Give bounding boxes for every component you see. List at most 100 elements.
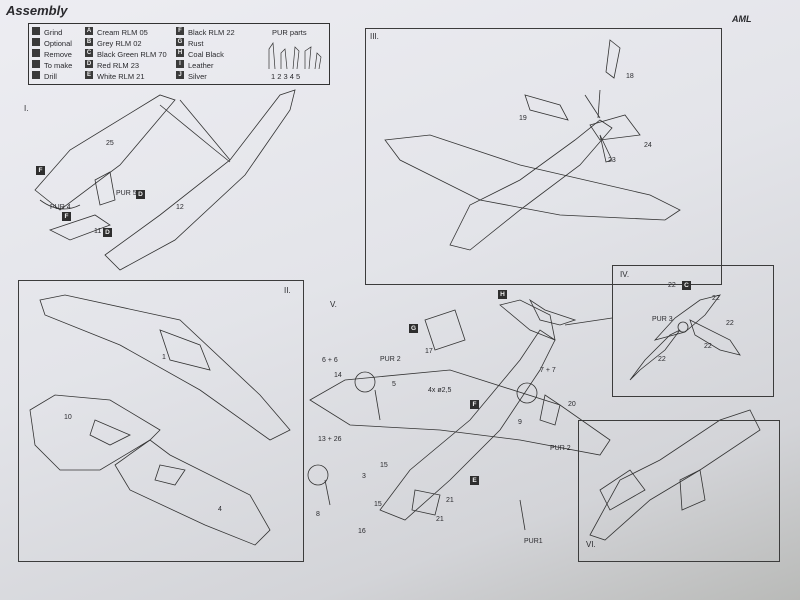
color-code-marker: F (62, 212, 71, 221)
part-label: 11 (94, 228, 102, 235)
part-label: 10 (64, 414, 72, 421)
step-2-frame (18, 280, 304, 562)
step-1-number: I. (24, 104, 29, 113)
color-code-box: I (176, 60, 184, 68)
part-label: 22 (658, 356, 666, 363)
wing-upper (39, 294, 291, 441)
color-name: White RLM 21 (97, 72, 145, 81)
color-name: Grey RLM 02 (97, 39, 142, 48)
drill-icon (32, 71, 40, 79)
part-label: 4 (218, 506, 222, 513)
part-label: PUR 5 (116, 190, 137, 197)
color-code-box: J (176, 71, 184, 79)
color-code-box: G (176, 38, 184, 46)
step-6-number: VI. (586, 540, 596, 549)
part-label: 18 (626, 73, 634, 80)
color-code-marker: D (136, 190, 145, 199)
part-label: 15 (374, 501, 382, 508)
step-6-frame (578, 420, 780, 562)
drill-instruction: 4x ø2,5 (428, 387, 452, 394)
part-label: PUR 2 (380, 356, 401, 363)
part-label: 22 (668, 282, 676, 289)
wing-assembled (384, 134, 681, 221)
legend-symbol-label: To make (44, 61, 73, 70)
pur-parts-figures (268, 41, 322, 70)
part-label: 12 (176, 204, 184, 211)
fuselage-half-right (104, 89, 296, 271)
to-make-icon (32, 60, 40, 68)
part-label: 22 (704, 343, 712, 350)
part-label: 9 (518, 419, 522, 426)
part-label: 15 (380, 462, 388, 469)
legend-symbol-label: Grind (44, 28, 63, 37)
part-label: PUR 3 (652, 316, 673, 323)
step-3-number: III. (370, 32, 379, 41)
part-label: PUR 2 (550, 445, 571, 452)
part-label: 25 (106, 140, 114, 147)
part-label: 6 + 6 (322, 357, 338, 364)
main-fuselage (379, 329, 556, 521)
pur-parts-title: PUR parts (272, 28, 307, 37)
part-label: 16 (358, 528, 366, 535)
part-label: 13 + 26 (318, 436, 342, 443)
color-code-box: H (176, 49, 184, 57)
color-code-marker: F (36, 166, 45, 175)
color-name: Coal Black (188, 50, 224, 59)
color-code-box: A (85, 27, 93, 35)
legend-symbol-label: Remove (44, 50, 72, 59)
part-label: 21 (446, 497, 454, 504)
color-name: Rust (188, 39, 204, 48)
color-code-box: F (176, 27, 184, 35)
grind-icon (32, 27, 40, 35)
part-label: 23 (608, 157, 616, 164)
remove-icon (32, 49, 40, 57)
part-label: 22 (712, 295, 720, 302)
step-4-frame (612, 265, 774, 397)
part-label: 3 (362, 473, 366, 480)
part-label: 5 (392, 381, 396, 388)
part-label: PUR 4 (50, 204, 71, 211)
part-label: 14 (334, 372, 342, 379)
color-code-marker: E (470, 476, 479, 485)
part-label: 21 (436, 516, 444, 523)
legend-box: Grind Optional Remove To make Drill A Cr… (28, 23, 330, 85)
color-name: Black Green RLM 70 (97, 50, 167, 59)
step-4-number: IV. (620, 270, 630, 279)
part-label: 19 (519, 115, 527, 122)
color-name: Cream RLM 05 (97, 28, 148, 37)
step-2-number: II. (284, 286, 291, 295)
fuselage-assembled (449, 119, 613, 251)
color-name: Leather (188, 61, 214, 70)
part-label: PUR1 (524, 538, 543, 545)
step-3-frame (365, 28, 722, 285)
page-title: Assembly (6, 3, 68, 18)
color-code-box: B (85, 38, 93, 46)
legend-symbol-label: Drill (44, 72, 57, 81)
part-label: 1 (162, 354, 166, 361)
color-code-box: E (85, 71, 93, 79)
brand-logo: AML (732, 14, 752, 24)
color-code-marker: F (470, 400, 479, 409)
color-code-box: C (85, 49, 93, 57)
color-code-marker: G (409, 324, 418, 333)
color-code-marker: H (498, 290, 507, 299)
pur-parts-numbers: 1 2 3 4 5 (271, 72, 301, 81)
part-label: 22 (726, 320, 734, 327)
part-label: 24 (644, 142, 652, 149)
part-label: 7 + 7 (540, 367, 556, 374)
optional-icon (32, 38, 40, 46)
color-name: Silver (188, 72, 207, 81)
color-code-marker: C (682, 281, 691, 290)
legend-symbol-label: Optional (44, 39, 72, 48)
fuselage-half-left (34, 94, 176, 211)
color-code-box: D (85, 60, 93, 68)
step-5-number: V. (330, 300, 337, 309)
color-name: Red RLM 23 (97, 61, 140, 70)
color-code-marker: D (103, 228, 112, 237)
part-label: 8 (316, 511, 320, 518)
part-label: 17 (425, 348, 433, 355)
color-name: Black RLM 22 (188, 28, 235, 37)
main-wing (309, 369, 611, 456)
part-label: 20 (568, 401, 576, 408)
